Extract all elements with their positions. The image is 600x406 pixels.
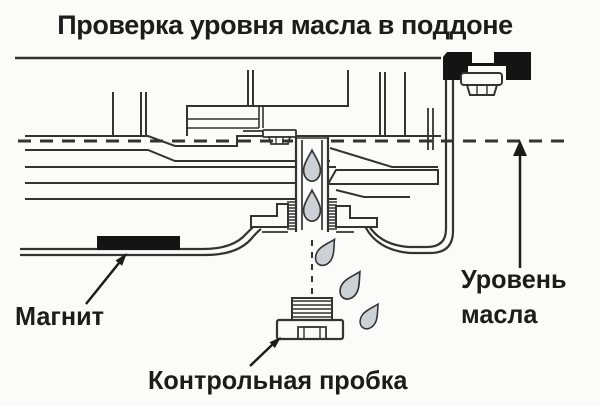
oil-level-label: Уровень масла <box>461 262 566 332</box>
control-plug-leader-arrow <box>249 337 281 367</box>
drain-axis-and-drips <box>311 234 386 333</box>
engine-underside-lines <box>15 56 441 150</box>
page-title: Проверка уровня масла в поддоне <box>57 10 513 40</box>
plug-boss-steps <box>250 203 378 233</box>
oil-level-label-line2: масла <box>461 299 538 329</box>
oil-level-arrow <box>513 140 527 268</box>
magnet-leader-arrow <box>85 253 127 305</box>
pan-rim-lines <box>25 135 441 200</box>
magnet-label: Магнит <box>15 301 104 331</box>
tower-thread-hatching <box>287 198 337 230</box>
bracket-bolt <box>460 72 503 96</box>
plug-thread-hatching <box>291 300 333 318</box>
magnet-block <box>97 236 180 250</box>
control-plug-label: Контрольная пробка <box>148 365 408 395</box>
pan-shell-outline <box>20 80 455 257</box>
mounting-bracket <box>443 52 531 96</box>
oil-level-label-line1: Уровень <box>461 264 567 294</box>
control-plug-drawing <box>275 297 345 341</box>
baffle-plate <box>326 147 439 198</box>
